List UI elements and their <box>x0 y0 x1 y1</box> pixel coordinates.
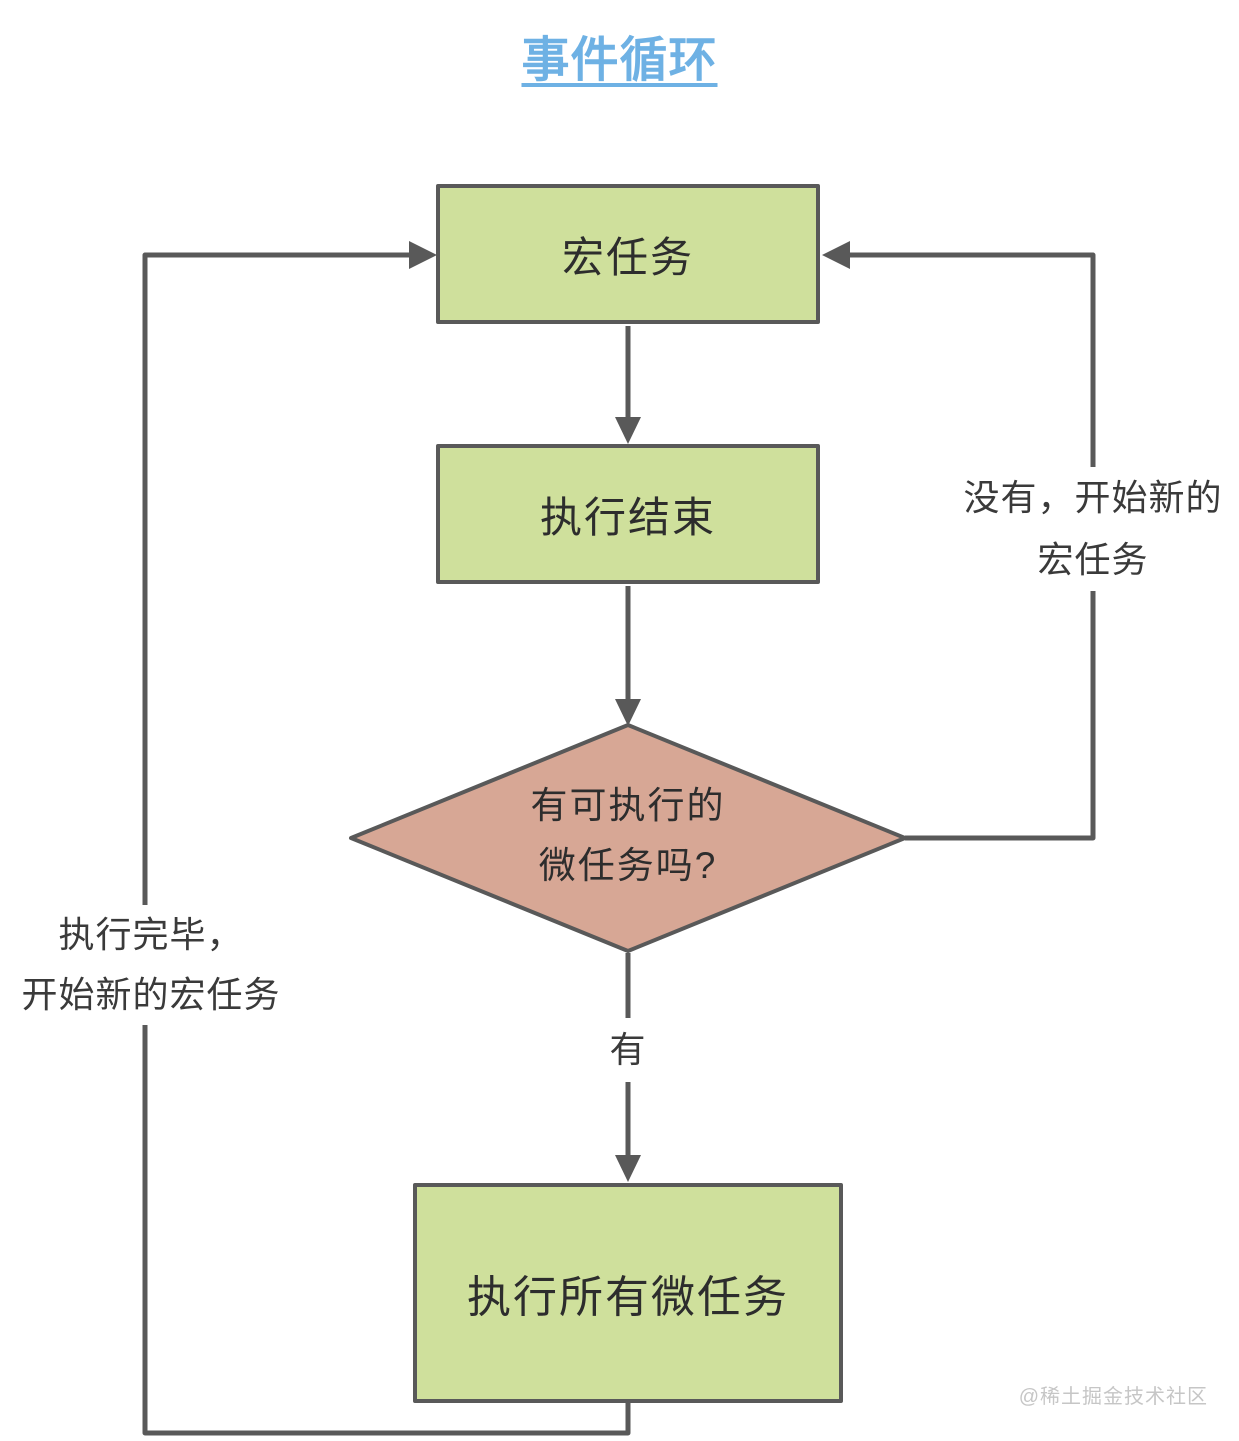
node-decision-label-line1: 有可执行的 <box>530 785 726 826</box>
edge-yes-arrowhead <box>615 1155 641 1182</box>
edge-label-no-line1: 没有，开始新的 <box>963 477 1223 518</box>
diagram-title-text: 事件循环 <box>521 34 718 87</box>
edge-label-no-line2: 宏任务 <box>1037 539 1149 580</box>
node-macro-task-label: 宏任务 <box>561 233 694 281</box>
node-execution-end: 执行结束 <box>436 444 820 584</box>
edge-label-yes: 有 <box>588 1018 668 1082</box>
edge-label-done-line1: 执行完毕， <box>58 914 244 955</box>
node-run-microtasks: 执行所有微任务 <box>413 1183 843 1403</box>
decision-diamond-shape <box>349 723 907 953</box>
edge-label-done: 执行完毕， 开始新的宏任务 <box>18 905 284 1025</box>
edge-done-line <box>142 252 631 1436</box>
node-decision-label-line2: 微任务吗? <box>538 845 718 886</box>
node-run-microtasks-label: 执行所有微任务 <box>467 1273 789 1322</box>
edge-label-done-line2: 开始新的宏任务 <box>21 974 281 1015</box>
edge-label-no: 没有，开始新的 宏任务 <box>956 467 1230 591</box>
edge-end-to-decision-arrowhead <box>615 699 641 726</box>
edge-no-arrowhead <box>822 241 850 269</box>
edge-macro-to-end-arrowhead <box>615 417 641 444</box>
node-execution-end-label: 执行结束 <box>539 493 716 541</box>
node-macro-task: 宏任务 <box>436 184 820 324</box>
diagram-title: 事件循环 <box>0 20 1239 90</box>
watermark: @稀土掘金技术社区 <box>1018 1386 1208 1408</box>
node-decision-label: 有可执行的 微任务吗? <box>428 776 828 896</box>
edge-done-arrowhead <box>409 241 437 269</box>
